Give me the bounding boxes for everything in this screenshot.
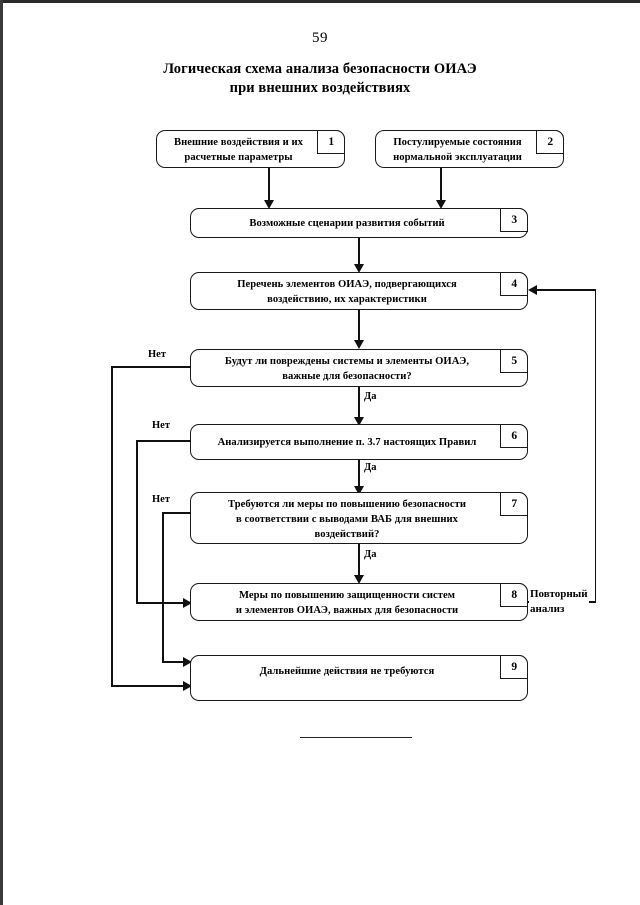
edge-label-no-7: Нет [152, 494, 170, 505]
flow-node-7[interactable]: Требуются ли меры по повышению безопасно… [190, 491, 529, 544]
flow-node-1[interactable]: Внешние воздействия и их расчетные парам… [156, 129, 346, 168]
flow-node-5-text: Будут ли повреждены системы и элементы О… [201, 354, 493, 384]
flow-node-9[interactable]: Дальнейшие действия не требуются 9 [190, 654, 529, 701]
edge-7-no-into-9 [162, 661, 191, 663]
edge-2-to-3-line [440, 168, 442, 204]
edge-1-to-3-arrowhead [263, 200, 274, 209]
flow-node-9-number: 9 [500, 654, 529, 679]
flow-node-9-text: Дальнейшие действия не требуются [201, 664, 493, 679]
edge-4-to-5-arrowhead [353, 340, 364, 349]
edge-8-to-4-vertical [594, 289, 597, 602]
flow-node-6[interactable]: Анализируется выполнение п. 3.7 настоящи… [190, 423, 529, 460]
scan-edge-left [0, 0, 3, 905]
flow-node-4-text: Перечень элементов ОИАЭ, подвергающихся … [201, 277, 493, 307]
flow-node-1-number: 1 [317, 129, 346, 154]
edge-2-to-3-arrowhead [435, 200, 446, 209]
flow-node-2-line-1: Постулируемые состояния [393, 137, 522, 148]
page-title: Логическая схема анализа безопасности ОИ… [90, 60, 550, 98]
edge-1-to-3-line [268, 168, 270, 204]
page-title-line-1: Логическая схема анализа безопасности ОИ… [163, 61, 477, 77]
edge-6-to-7-arrowhead [353, 486, 364, 495]
flow-node-5-number: 5 [500, 348, 529, 373]
edge-7-no-horizontal [162, 512, 191, 514]
page-number: 59 [312, 30, 328, 46]
flow-node-3[interactable]: Возможные сценарии развития событий 3 [190, 207, 529, 238]
edge-5-no-into-9 [111, 685, 191, 687]
flow-node-5-line-2: важные для безопасности? [282, 371, 412, 382]
flow-node-5-line-1: Будут ли повреждены системы и элементы О… [224, 356, 470, 367]
flow-node-8-text: Меры по повышению защищенности систем и … [201, 588, 493, 618]
edge-7-no-vertical [162, 512, 164, 662]
scan-edge-top [0, 0, 640, 3]
edge-6-no-horizontal [136, 440, 191, 442]
flow-node-2-text: Постулируемые состояния нормальной экспл… [386, 135, 529, 165]
flow-node-7-line-3: воздействий? [314, 529, 380, 540]
flow-node-2-line-2: нормальной эксплуатации [393, 152, 522, 163]
flow-node-1-text: Внешние воздействия и их расчетные парам… [167, 135, 310, 165]
flow-node-7-text: Требуются ли меры по повышению безопасно… [201, 497, 493, 542]
flow-node-7-line-2: в соответствии с выводами ВАБ для внешни… [236, 514, 458, 525]
edge-5-to-6-line [358, 387, 360, 423]
flow-node-4-number: 4 [500, 271, 529, 296]
edge-label-repeat-analysis-line-2: анализ [530, 603, 565, 615]
page-title-line-2: при внешних воздействиях [229, 80, 411, 96]
flow-node-2-number: 2 [536, 129, 565, 154]
flow-node-8[interactable]: Меры по повышению защищенности систем и … [190, 582, 529, 621]
edge-6-to-7-line [358, 460, 360, 493]
flow-node-2[interactable]: Постулируемые состояния нормальной экспл… [375, 129, 565, 168]
flow-node-9-line-1: Дальнейшие действия не требуются [259, 666, 435, 677]
edge-3-to-4-line [358, 238, 360, 270]
edge-5-no-arrowhead [183, 680, 192, 691]
flow-node-4-line-2: воздействию, их характеристики [267, 294, 427, 305]
edge-7-no-arrowhead [183, 656, 192, 667]
flow-node-7-line-1: Требуются ли меры по повышению безопасно… [227, 499, 467, 510]
edge-7-to-8-arrowhead [353, 575, 364, 584]
bottom-divider-rule [300, 737, 412, 739]
edge-5-no-vertical [111, 366, 113, 686]
edge-8-to-4-horizontal-top [536, 289, 595, 291]
edge-label-no-6: Нет [152, 420, 170, 431]
flow-node-8-line-1: Меры по повышению защищенности систем [238, 590, 456, 601]
flow-node-3-text: Возможные сценарии развития событий [201, 216, 493, 231]
edge-label-yes-6: Да [364, 462, 377, 473]
edge-5-to-6-arrowhead [353, 417, 364, 426]
edge-6-no-vertical [136, 440, 138, 603]
flow-node-1-line-2: расчетные параметры [184, 152, 293, 163]
edge-6-no-arrowhead [183, 597, 192, 608]
flow-node-7-number: 7 [500, 491, 529, 516]
flow-node-3-line-1: Возможные сценарии развития событий [249, 218, 445, 229]
flow-node-8-number: 8 [500, 582, 529, 607]
flow-node-4[interactable]: Перечень элементов ОИАЭ, подвергающихся … [190, 271, 529, 310]
flow-node-6-text: Анализируется выполнение п. 3.7 настоящи… [201, 435, 493, 450]
edge-label-no-5: Нет [148, 349, 166, 360]
flow-node-5[interactable]: Будут ли повреждены системы и элементы О… [190, 348, 529, 387]
flow-node-8-line-2: и элементов ОИАЭ, важных для безопасност… [235, 605, 459, 616]
edge-label-yes-5: Да [364, 391, 377, 402]
flow-node-6-line-1: Анализируется выполнение п. 3.7 настоящи… [217, 437, 477, 448]
edge-label-repeat-analysis: Повторный анализ [529, 587, 589, 617]
flow-node-1-line-1: Внешние воздействия и их [173, 137, 303, 148]
edge-3-to-4-arrowhead [353, 264, 364, 273]
flow-node-4-line-1: Перечень элементов ОИАЭ, подвергающихся [237, 279, 457, 290]
flow-node-3-number: 3 [500, 207, 529, 232]
edge-5-no-horizontal [111, 366, 191, 368]
edge-8-to-4-arrowhead [528, 284, 537, 295]
edge-7-to-8-line [358, 544, 360, 582]
flow-node-6-number: 6 [500, 423, 529, 448]
edge-label-repeat-analysis-line-1: Повторный [530, 588, 588, 600]
edge-4-to-5-line [358, 310, 360, 346]
edge-label-yes-7: Да [364, 549, 377, 560]
